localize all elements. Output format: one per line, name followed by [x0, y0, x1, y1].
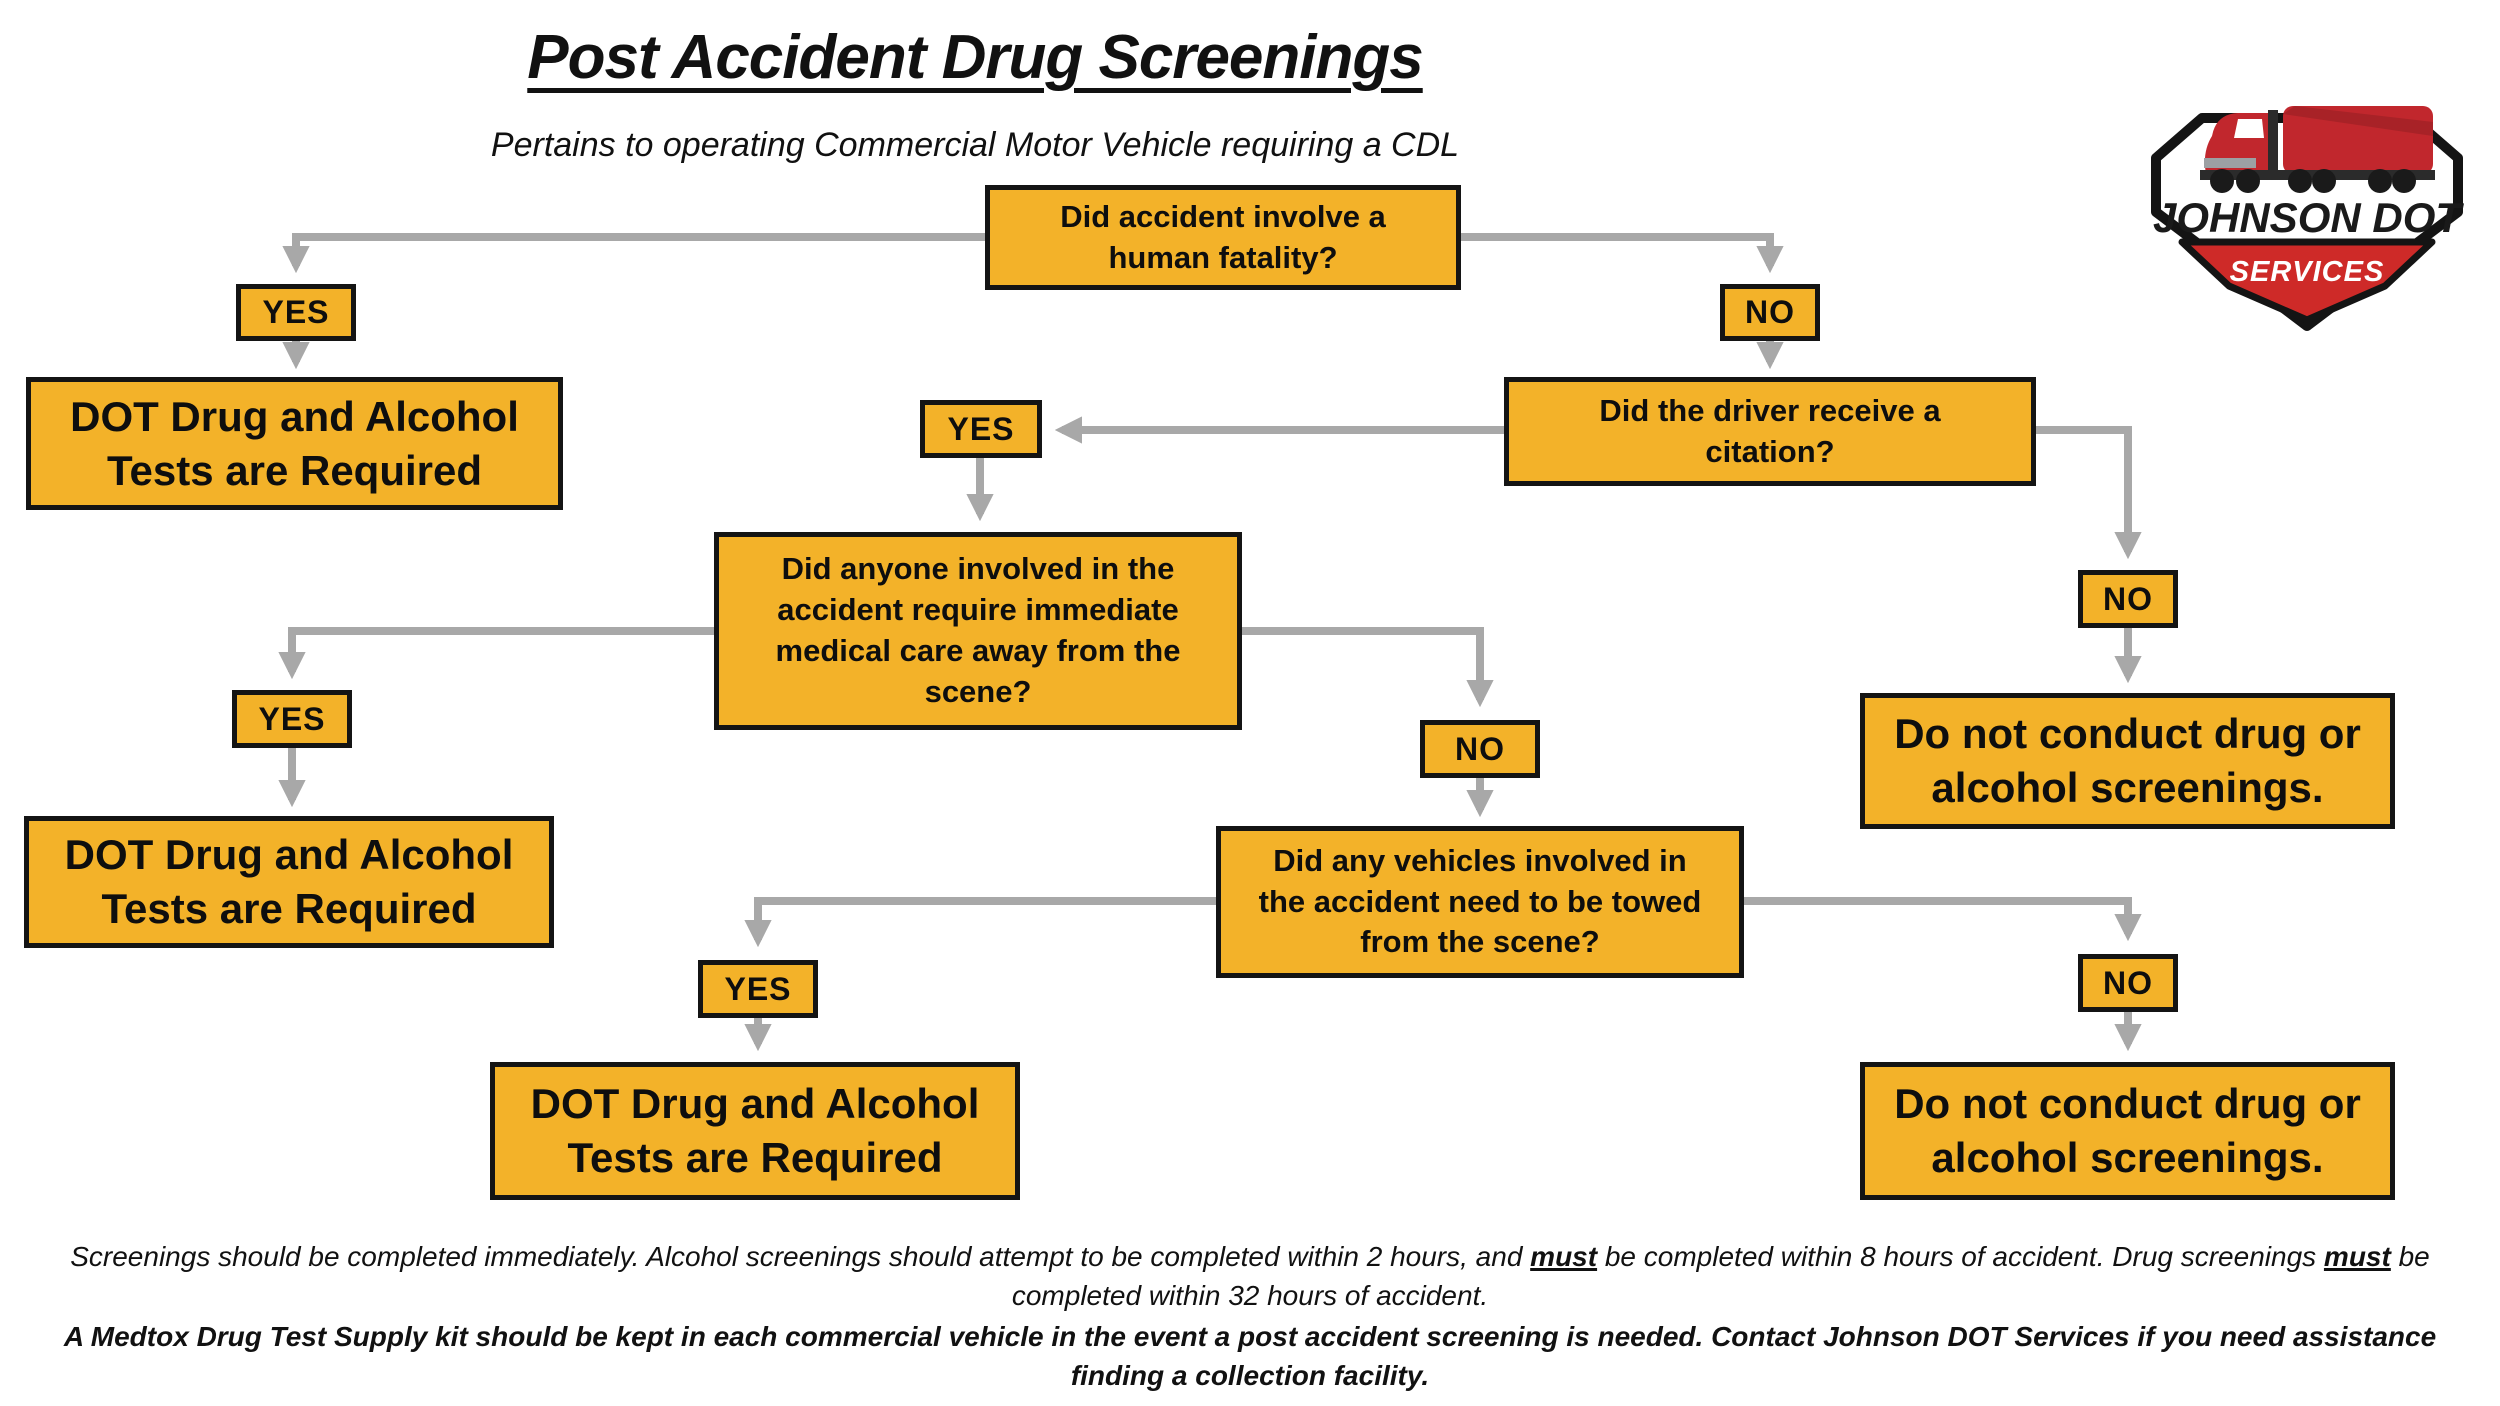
johnson-dot-services-logo: JOHNSON DOT SERVICES	[2151, 106, 2464, 331]
node-label: Did accident involve a human fatality?	[1060, 198, 1386, 275]
node-yes-medical: YES	[232, 690, 352, 748]
node-tests-required-3: DOT Drug and Alcohol Tests are Required	[490, 1062, 1020, 1200]
node-question-citation: Did the driver receive a citation?	[1504, 377, 2036, 486]
node-label: Do not conduct drug or alcohol screening…	[1894, 710, 2361, 811]
connector-towed-no	[1744, 897, 2142, 942]
node-no-medical: NO	[1420, 720, 1540, 778]
node-label: Did any vehicles involved in the acciden…	[1258, 842, 1702, 960]
footnote-timing: Screenings should be completed immediate…	[30, 1238, 2470, 1315]
node-label: NO	[2103, 580, 2153, 617]
node-do-not-conduct-2: Do not conduct drug or alcohol screening…	[1860, 1062, 2395, 1200]
node-label: NO	[2103, 964, 2153, 1001]
page-title: Post Accident Drug Screenings	[527, 23, 1423, 92]
node-no-citation: NO	[2078, 570, 2178, 628]
node-question-fatality: Did accident involve a human fatality?	[985, 185, 1461, 290]
footnote-must-1: must	[1530, 1241, 1598, 1272]
footnote-text: be completed within 32 hours of accident…	[1011, 1241, 2430, 1311]
node-label: YES	[258, 700, 326, 737]
node-label: NO	[1745, 294, 1795, 330]
node-no-fatality: NO	[1720, 284, 1820, 341]
node-do-not-conduct-1: Do not conduct drug or alcohol screening…	[1860, 693, 2395, 829]
node-label: Did the driver receive a citation?	[1599, 392, 1941, 469]
node-tests-required-1: DOT Drug and Alcohol Tests are Required	[26, 377, 563, 510]
page-subtitle: Pertains to operating Commercial Motor V…	[490, 126, 1460, 164]
node-no-towed: NO	[2078, 954, 2178, 1012]
node-label: YES	[262, 294, 330, 330]
connector-medical-yes	[278, 627, 714, 680]
footnote-must-2: must	[2323, 1241, 2391, 1272]
node-yes-fatality: YES	[236, 284, 356, 341]
node-label: YES	[947, 410, 1015, 447]
node-label: NO	[1455, 730, 1505, 767]
node-label: DOT Drug and Alcohol Tests are Required	[64, 831, 514, 932]
node-yes-citation: YES	[920, 400, 1042, 458]
node-label: YES	[724, 970, 792, 1007]
node-label: Do not conduct drug or alcohol screening…	[1894, 1080, 2361, 1181]
node-label: DOT Drug and Alcohol Tests are Required	[530, 1080, 980, 1181]
logo-tagline: SERVICES	[2230, 256, 2385, 288]
footnote-text: A Medtox Drug Test Supply kit should be …	[63, 1321, 2437, 1391]
node-question-towed: Did any vehicles involved in the acciden…	[1216, 826, 1744, 978]
connector-fatality-no	[1461, 233, 1784, 274]
connector-fatality-yes	[282, 233, 988, 274]
node-label: DOT Drug and Alcohol Tests are Required	[70, 392, 519, 494]
truck-icon	[2200, 106, 2435, 193]
connector-towed-yes	[744, 897, 1216, 948]
node-question-medical: Did anyone involved in the accident requ…	[714, 532, 1242, 730]
footnote-medtox: A Medtox Drug Test Supply kit should be …	[30, 1318, 2470, 1395]
footnote-text: Screenings should be completed immediate…	[70, 1241, 1531, 1272]
node-tests-required-2: DOT Drug and Alcohol Tests are Required	[24, 816, 554, 948]
connector-citation-no	[2036, 426, 2142, 560]
node-yes-towed: YES	[698, 960, 818, 1018]
logo-company-name: JOHNSON DOT	[2153, 194, 2464, 241]
connector-medical-no	[1242, 627, 1494, 708]
footnote-text: be completed within 8 hours of accident.…	[1597, 1241, 2324, 1272]
logo-ribbon-shape	[2178, 238, 2436, 324]
node-label: Did anyone involved in the accident requ…	[775, 551, 1181, 709]
